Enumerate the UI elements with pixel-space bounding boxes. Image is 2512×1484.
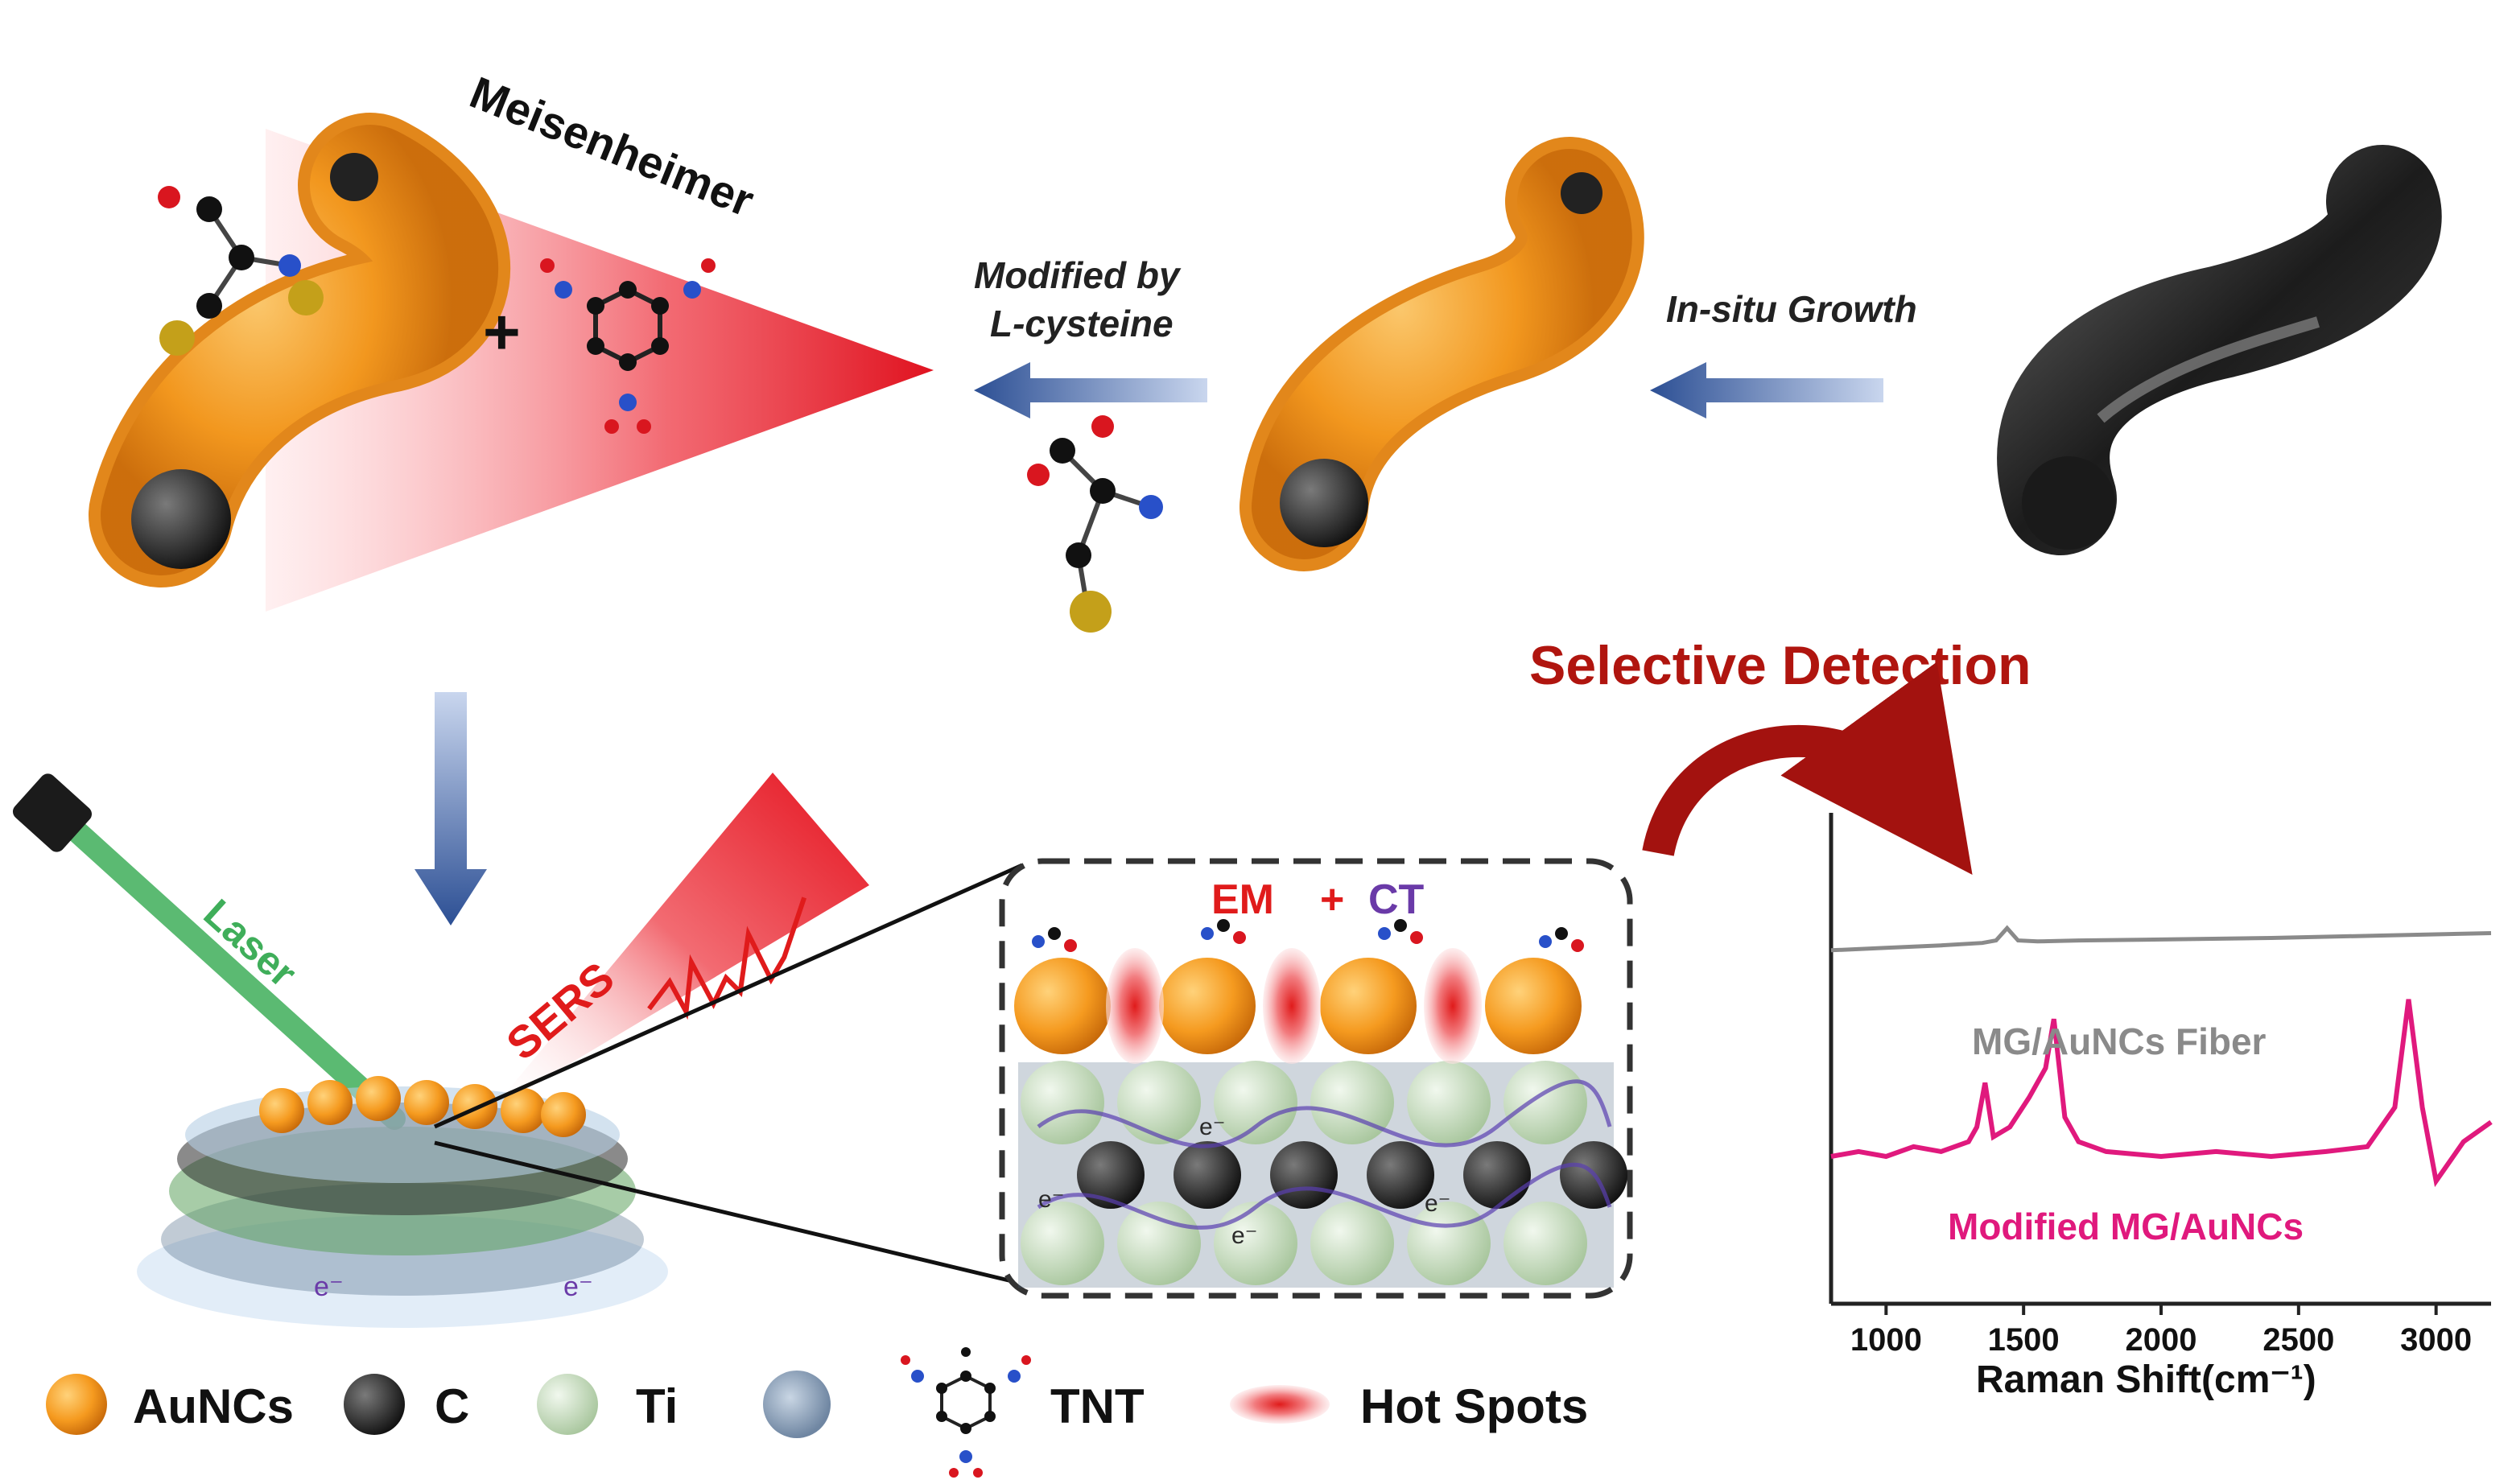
meisenheimer-label: Meisenheimer [464,67,761,226]
series-label-mg-aunc-fiber: MG/AuNCs Fiber [1972,1020,2267,1062]
legend-label-aunc: AuNCs [133,1379,294,1433]
legend-item-c: C [344,1374,469,1435]
inset-electron-3: e⁻ [1231,1222,1258,1249]
legend-label-ti: Ti [636,1379,678,1433]
modified-by-label-line1: Modified by [974,254,1182,296]
titanium-atom-icon [537,1374,598,1435]
inset-lattice [1018,1061,1627,1288]
meisenheimer-panel: + Meisenheimer [89,67,934,612]
unlabeled-gray-cluster-icon [763,1371,831,1438]
x-tick-label: 2500 [2262,1322,2334,1358]
x-tick-label: 2000 [2126,1322,2197,1358]
l-cysteine-molecule [1027,415,1163,633]
gold-fiber-modified [89,113,510,587]
legend-label-c: C [435,1379,469,1433]
zoom-inset: EM + CT e⁻ e⁻ e⁻ e⁻ [999,858,1633,1299]
laser-source [12,773,93,852]
em-ct-plus: + [1320,876,1344,923]
raman-chart: 1000 1500 2000 2500 3000 MG/AuNCs Fiber Modi… [1829,813,2493,1401]
series-mg-aunc-fiber [1830,925,2492,953]
legend-item-hot-spots: Hot Spots [1230,1379,1588,1433]
curved-red-arrow [1642,662,1973,875]
modified-by-label-line2: L-cysteine [990,303,1174,344]
l-cysteine-on-fiber [158,186,324,356]
legend-item-tnt: TNT [901,1347,1145,1478]
aunc-cluster-icon [46,1374,107,1435]
in-situ-growth-label: In-situ Growth [1666,288,1917,330]
inset-tnt-molecules [1032,919,1584,952]
x-tick-label: 3000 [2400,1322,2472,1358]
in-situ-growth-step: In-situ Growth [1650,288,1917,418]
bare-fiber [1997,145,2442,555]
inset-aunc-row [1014,958,1582,1054]
x-ticks: 1000 1500 2000 2500 3000 [1850,1304,2472,1358]
hot-spot-icon [1230,1385,1330,1424]
gold-fiber-grown [1240,137,1644,571]
em-label: EM [1211,876,1274,923]
substrate-aunc-row [259,1076,586,1137]
inset-hot-spots [1106,948,1482,1064]
laser-beam [45,802,406,1130]
series-label-modified-mg-aunc: Modified MG/AuNCs [1948,1206,2304,1247]
arrow-left-modified [974,362,1207,418]
sers-beam [491,773,869,1111]
zoom-line-bottom [434,1140,1023,1286]
substrate-electron-left: e⁻ [314,1272,344,1302]
x-tick-label: 1000 [1850,1322,1922,1358]
legend: AuNCs C Ti TNT [46,1347,1588,1478]
selective-detection-label: Selective Detection [1529,635,2031,696]
legend-label-tnt: TNT [1050,1379,1145,1433]
inset-electron-4: e⁻ [1425,1190,1451,1217]
zoom-line-top [433,863,1024,1129]
substrate-electron-right: e⁻ [563,1272,593,1302]
substrate-mxene: e⁻ e⁻ [137,1076,668,1328]
sers-mini-spectrum [647,897,807,1020]
inset-electron-1: e⁻ [1199,1114,1226,1140]
ct-label: CT [1368,876,1425,923]
legend-item-ti: Ti [537,1374,678,1435]
legend-label-hot-spots: Hot Spots [1360,1379,1588,1433]
x-axis-label: Raman Shift(cm⁻¹) [1976,1358,2316,1401]
series-modified-mg-aunc [1830,999,2493,1188]
arrow-down [415,692,487,925]
plus-sign: + [483,296,521,368]
arrow-left-growth [1650,362,1883,418]
tnt-molecule [540,258,716,434]
legend-item-gray-cluster [763,1371,831,1438]
inset-electron-2: e⁻ [1038,1186,1065,1213]
modified-by-step: Modified by L-cysteine [974,254,1207,633]
carbon-atom-icon [344,1374,405,1435]
fiber-core-end [131,469,231,569]
x-tick-label: 1500 [1988,1322,2060,1358]
legend-item-aunc: AuNCs [46,1374,294,1435]
laser-setup: Laser [12,773,406,1130]
tnt-molecule-icon [901,1347,1031,1478]
